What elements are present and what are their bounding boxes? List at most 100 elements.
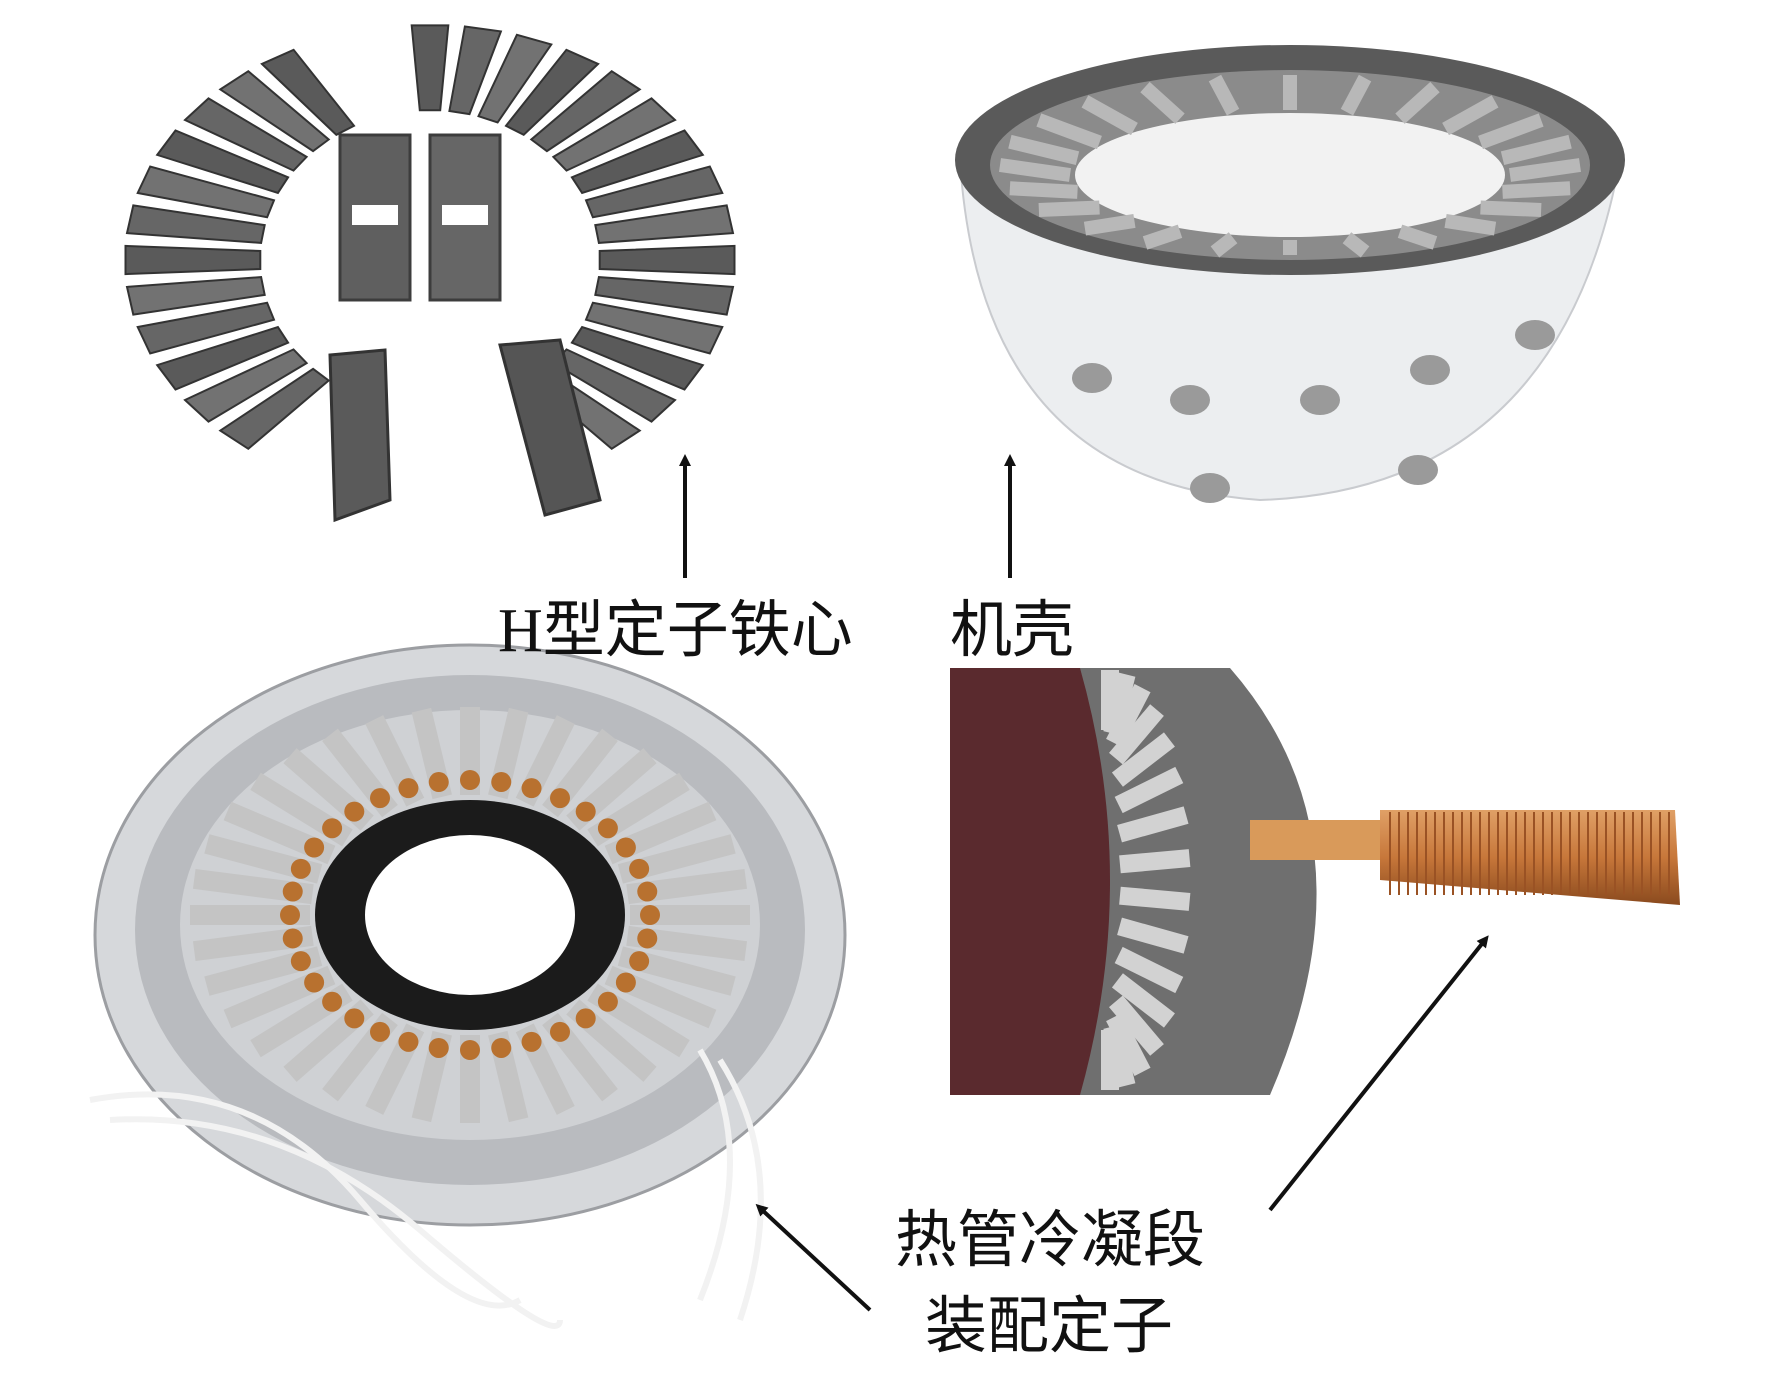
housing-tooth xyxy=(1500,134,1572,165)
stator-coil xyxy=(322,818,343,839)
core-segment xyxy=(218,69,331,153)
stator-coil xyxy=(282,928,303,949)
housing-photo xyxy=(955,45,1625,503)
stator-coil xyxy=(304,837,325,858)
stator-coil xyxy=(575,1008,596,1029)
stator-coil xyxy=(344,801,365,822)
stator-coil xyxy=(550,1021,570,1042)
cutaway-tooth xyxy=(1114,946,1184,994)
housing-tooth xyxy=(999,158,1071,182)
housing-hole xyxy=(1170,385,1210,415)
core-segment xyxy=(155,325,290,391)
stator-teeth xyxy=(190,707,750,1123)
core-segment xyxy=(584,165,724,219)
core-segment-ring xyxy=(124,24,736,451)
housing-tooth xyxy=(1478,113,1544,150)
cutaway-tooth xyxy=(1109,995,1164,1056)
core-segment xyxy=(183,348,309,423)
stator-coil xyxy=(460,1040,480,1060)
core-segment xyxy=(260,48,356,137)
stator-coil xyxy=(290,858,311,879)
core-segment xyxy=(125,204,266,244)
housing-tooth xyxy=(1081,95,1138,136)
stator-coil xyxy=(398,778,419,799)
cutaway-teeth xyxy=(1101,670,1191,1090)
housing-tooth xyxy=(1142,224,1183,250)
stator-coil xyxy=(282,881,303,902)
stator-coil xyxy=(640,905,660,925)
stator-coil xyxy=(304,972,325,993)
arrow-stator xyxy=(755,1203,872,1312)
stator-coil xyxy=(550,788,570,809)
label-stator: 装配定子 xyxy=(925,1293,1174,1361)
housing-hole xyxy=(1300,385,1340,415)
cutaway-tooth xyxy=(1119,849,1191,874)
stator-coil xyxy=(637,928,658,949)
housing-tooth xyxy=(1509,158,1581,182)
housing-hole xyxy=(1072,363,1112,393)
housing-side-holes xyxy=(1072,320,1555,503)
core-segment xyxy=(570,325,705,391)
stator-coil xyxy=(370,1021,390,1042)
cutaway-tooth xyxy=(1119,886,1191,911)
core-segment xyxy=(183,97,309,172)
stator-coil xyxy=(615,972,636,993)
core-segment xyxy=(155,129,290,195)
housing-tooth xyxy=(1342,232,1370,258)
stator-coil xyxy=(575,801,596,822)
core-segment xyxy=(594,276,735,316)
core-segment xyxy=(218,367,331,451)
stator-coil xyxy=(370,788,390,809)
stator-lead-wires xyxy=(89,1048,764,1329)
stator-coil xyxy=(597,991,618,1012)
core-segment xyxy=(477,33,553,124)
core-segment xyxy=(125,276,266,316)
housing-tooth xyxy=(1083,214,1136,236)
label-h-core: H型定子铁心 xyxy=(498,597,853,665)
housing-tooth xyxy=(1442,95,1499,136)
core-segment xyxy=(410,24,450,112)
housing-tooth xyxy=(1009,181,1078,199)
housing-hole xyxy=(1410,355,1450,385)
stator-coil xyxy=(637,881,658,902)
label-heat-pipe: 热管冷凝段 xyxy=(895,1207,1206,1275)
stator-coil xyxy=(521,778,542,799)
housing-inner-teeth xyxy=(999,74,1581,258)
housing-tooth xyxy=(1036,113,1102,150)
h-core-photo xyxy=(124,24,736,523)
stator-coil xyxy=(521,1031,542,1052)
housing-tooth xyxy=(1444,214,1497,236)
core-segment xyxy=(448,25,503,116)
housing-tooth xyxy=(1502,181,1571,199)
arrow-heat-pipe xyxy=(1268,935,1489,1212)
stator-coil xyxy=(428,1037,449,1058)
housing-tooth xyxy=(1008,134,1080,165)
stator-coil xyxy=(491,1037,512,1058)
cutaway-photo xyxy=(950,668,1680,1095)
housing-tooth xyxy=(1210,232,1238,258)
core-segment xyxy=(136,301,276,355)
core-segment xyxy=(584,301,724,355)
stator-coil xyxy=(597,818,618,839)
stator-coil xyxy=(629,951,650,972)
stator-coil xyxy=(629,858,650,879)
cutaway-tooth xyxy=(1106,684,1151,748)
stator-coil xyxy=(344,1008,365,1029)
housing-tooth xyxy=(1480,200,1542,217)
housing-tooth xyxy=(1397,224,1438,250)
label-housing: 机壳 xyxy=(950,597,1075,665)
heat-pipe-fins xyxy=(1389,812,1670,895)
housing-hole xyxy=(1398,455,1438,485)
stator-coil xyxy=(460,770,480,790)
core-segment xyxy=(598,244,736,276)
housing-hole xyxy=(1515,320,1555,350)
housing-tooth xyxy=(1038,200,1100,217)
arrows xyxy=(679,454,1489,1312)
core-segment xyxy=(594,204,735,244)
stator-coil xyxy=(398,1031,419,1052)
core-loose-segments xyxy=(328,133,602,523)
housing-tooth xyxy=(1140,81,1185,124)
housing-tooth xyxy=(1208,74,1240,116)
cutaway-tooth xyxy=(1117,917,1189,954)
